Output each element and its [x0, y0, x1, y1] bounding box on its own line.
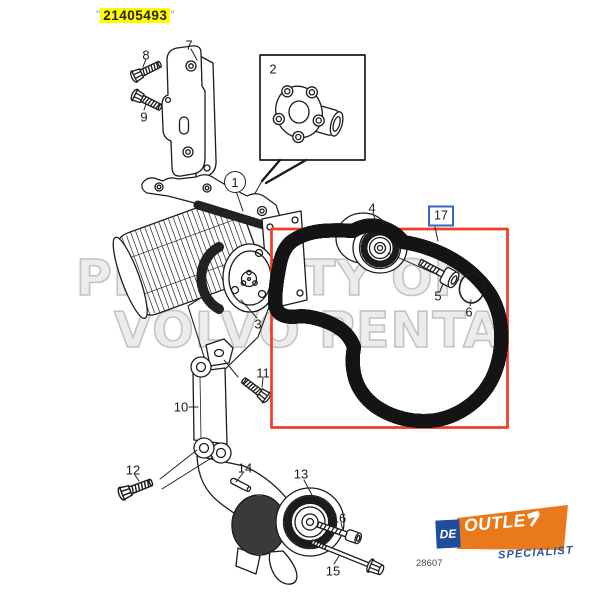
callout-8: 8	[142, 47, 150, 63]
callout-box-2-art	[248, 54, 366, 205]
callout-14: 14	[237, 460, 253, 476]
compressor-unit-art	[112, 174, 308, 383]
bolt-5-art	[417, 258, 460, 289]
oring-6-art	[458, 272, 486, 304]
callout-3: 3	[254, 316, 262, 332]
open-quote: "	[96, 8, 101, 22]
leader-lines	[134, 48, 472, 565]
callout-13: 13	[293, 466, 309, 482]
pulley-4-art	[335, 212, 408, 274]
callout-4: 4	[368, 200, 376, 216]
belt-17-art	[275, 225, 501, 421]
tensioner-13-art	[231, 487, 345, 585]
callout-12: 12	[125, 462, 141, 478]
bolt-16-art	[316, 521, 363, 545]
callout-2: 2	[269, 61, 277, 77]
bolt-12-art	[115, 475, 156, 502]
hammer-icon	[525, 510, 541, 528]
callout-16: 16	[331, 510, 347, 526]
part-number-value: 21405493	[100, 8, 171, 23]
close-quote: "	[170, 8, 175, 22]
bolt-15-art	[310, 539, 385, 576]
callout-10: 10	[173, 399, 189, 415]
callout-5: 5	[434, 288, 442, 304]
figure-number: 28607	[416, 558, 443, 569]
callout-9: 9	[140, 109, 148, 125]
callout-11: 11	[256, 365, 270, 381]
outlet-word: OUTLE	[463, 509, 527, 536]
callout-1: 1	[224, 171, 246, 193]
callout-6: 6	[465, 304, 473, 320]
logo-de-badge: DE	[435, 519, 461, 549]
callout-17: 17	[428, 205, 454, 227]
pin-14-art	[229, 477, 252, 493]
part-number: "21405493"	[96, 8, 175, 23]
bracket-7-art	[161, 45, 217, 179]
outlet-specialist-logo: DE OUTLE SPECIALIST	[428, 494, 598, 570]
callout-15: 15	[325, 563, 341, 579]
callout-7: 7	[185, 37, 193, 53]
